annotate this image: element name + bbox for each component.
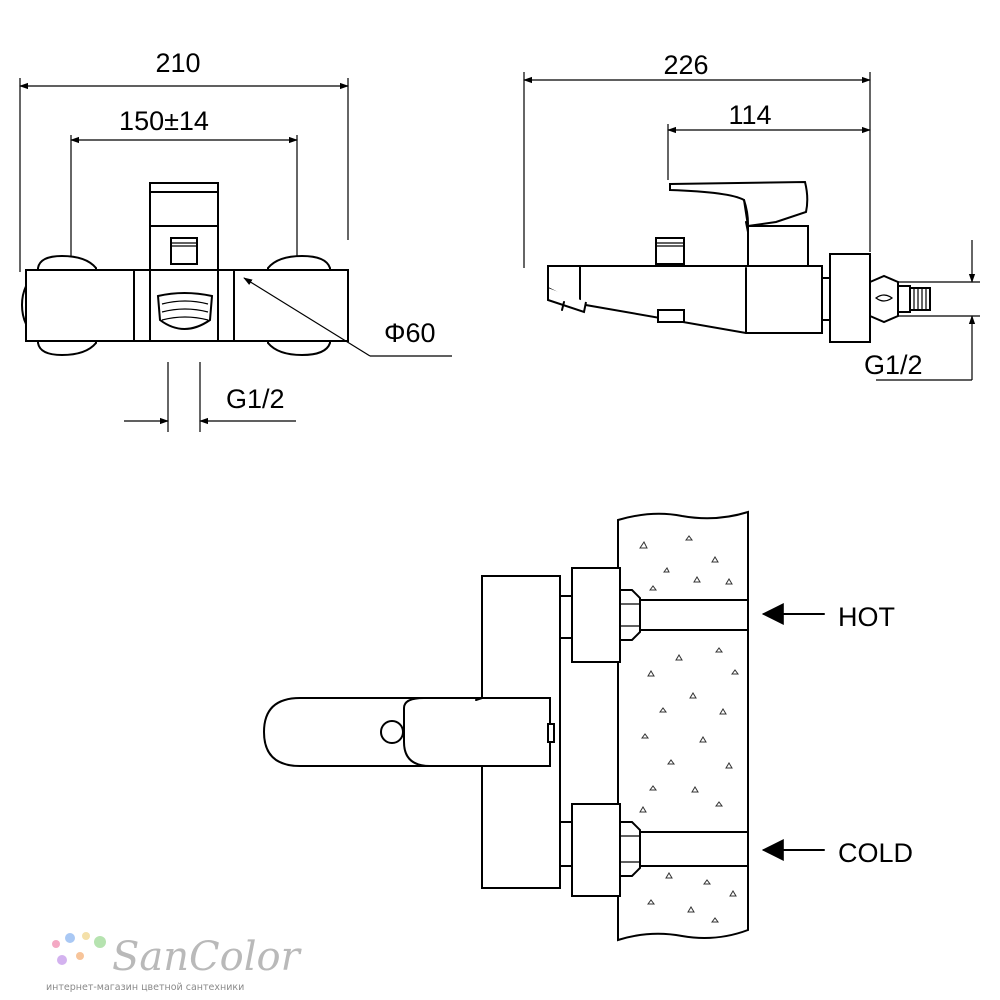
side-wall-flange [829, 253, 871, 343]
side-hex-nut [869, 274, 899, 324]
side-thread-label: G1/2 [864, 350, 923, 380]
side-thread [909, 287, 931, 311]
side-aerator [657, 309, 685, 323]
side-overall-depth-label: 226 [663, 50, 708, 80]
side-spout-tip [547, 288, 587, 314]
side-handle-lever [669, 180, 809, 228]
cold-fitting [619, 821, 641, 877]
installation-view: HOT COLD [262, 510, 913, 942]
install-diverter-knob [380, 720, 404, 744]
wall-section [617, 510, 749, 942]
hot-connector [559, 595, 573, 639]
side-cartridge [747, 225, 809, 269]
watermark-dot [52, 940, 60, 948]
watermark-tagline: интернет-магазин цветной сантехники [46, 982, 244, 993]
cold-label: COLD [838, 838, 913, 868]
install-handle-base [403, 697, 551, 767]
front-overall-width-label: 210 [155, 48, 200, 78]
watermark-dot [65, 933, 75, 943]
hot-flange [571, 567, 621, 663]
cold-connector [559, 821, 573, 867]
hot-fitting [619, 589, 641, 641]
side-nut-collar [897, 285, 911, 313]
front-thread-label: G1/2 [226, 384, 285, 414]
watermark-dot [57, 955, 67, 965]
side-spout-dimension-label: 114 [728, 100, 771, 130]
hot-pipe [639, 599, 749, 631]
watermark-brand: SanColor [112, 934, 303, 980]
front-view: 210 150±14 Φ60 [19, 48, 452, 432]
watermark-dot [82, 932, 90, 940]
wall-concrete-texture [639, 535, 739, 923]
cold-flange [571, 803, 621, 897]
side-diverter-knob [655, 237, 685, 265]
cold-pipe [639, 831, 749, 867]
watermark-dots [52, 932, 106, 965]
front-diameter-label: Φ60 [384, 318, 436, 348]
side-view: 226 114 [523, 50, 980, 381]
hot-label: HOT [838, 602, 895, 632]
front-center-distance-label: 150±14 [119, 106, 209, 136]
watermark-dot [76, 952, 84, 960]
front-diverter-knob [170, 237, 198, 265]
sancolor-watermark: SanColor интернет-магазин цветной сантех… [46, 932, 303, 993]
watermark-dot [94, 936, 106, 948]
